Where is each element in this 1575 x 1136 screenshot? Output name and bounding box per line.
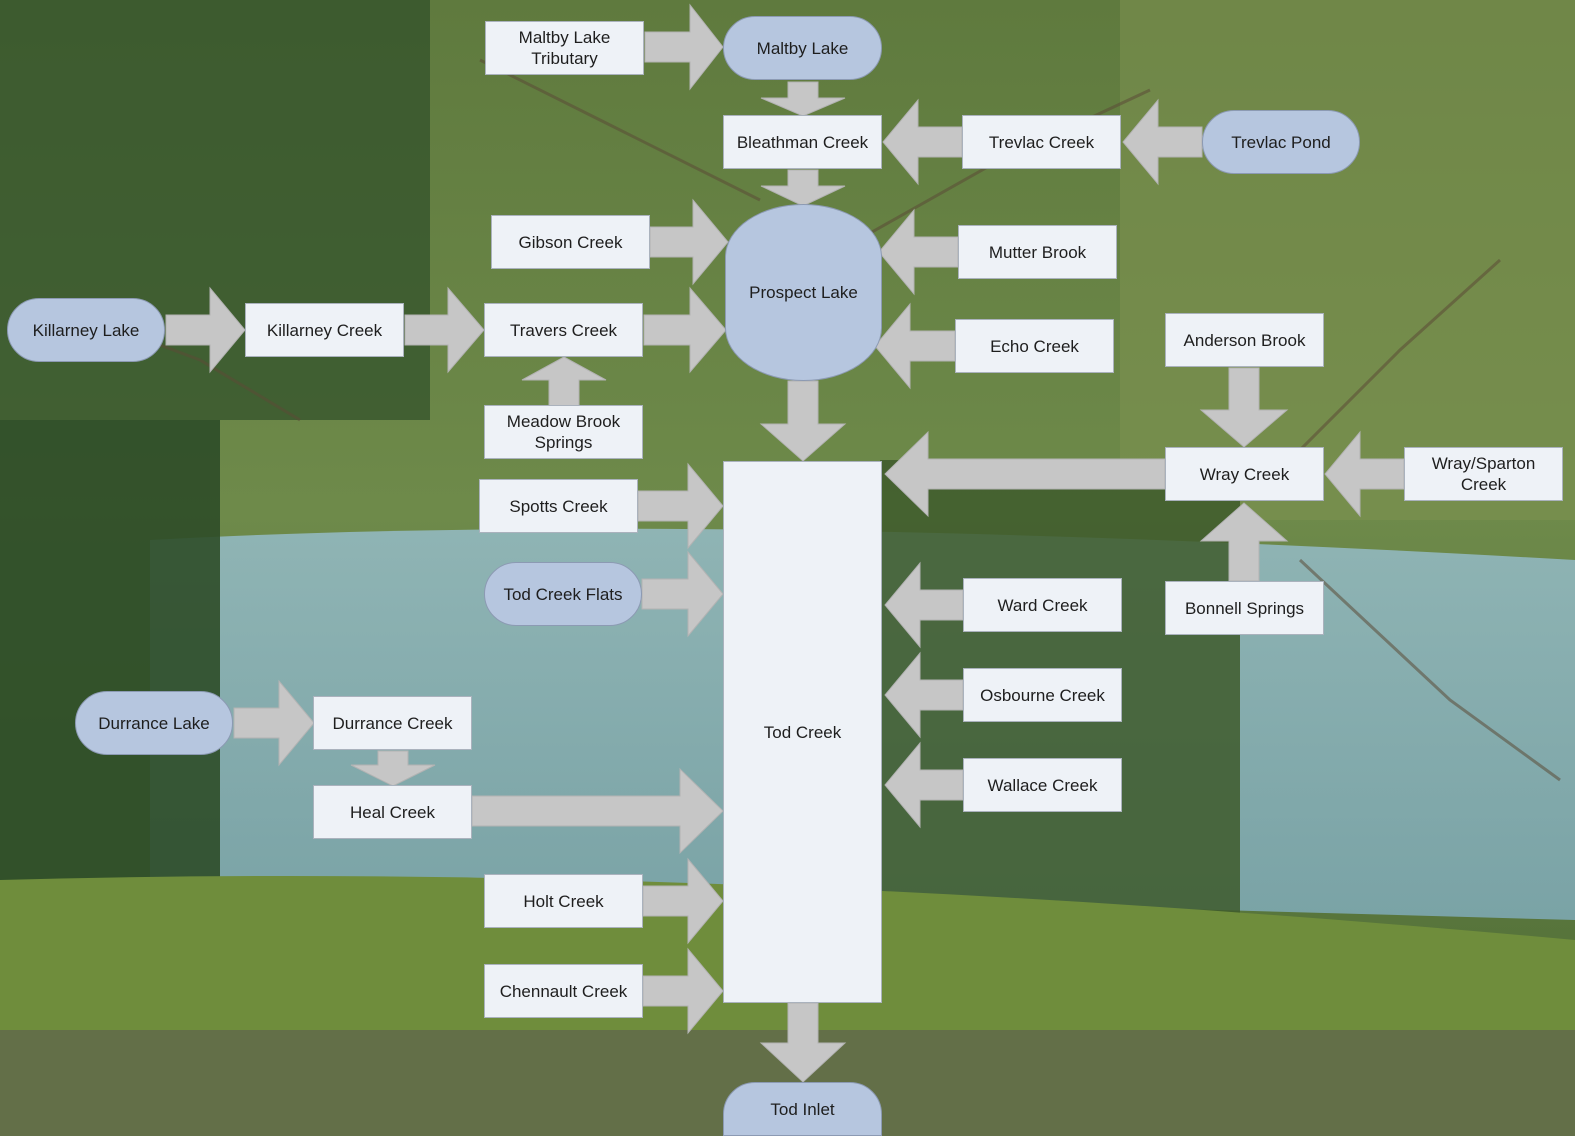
node-echo-creek: Echo Creek (955, 319, 1114, 373)
node-bonnell-springs: Bonnell Springs (1165, 581, 1324, 635)
node-maltby-lake-tributary: Maltby Lake Tributary (485, 21, 644, 75)
node-tod-inlet: Tod Inlet (723, 1082, 882, 1136)
arrow-killarney-creek-to-travers-creek (404, 286, 485, 374)
node-anderson-brook: Anderson Brook (1165, 313, 1324, 367)
arrow-prospect-lake-to-tod-creek (759, 380, 847, 462)
node-wray-sparton-creek: Wray/Sparton Creek (1404, 447, 1563, 501)
node-chennault-creek: Chennault Creek (484, 964, 643, 1018)
arrow-anderson-brook-to-wray-creek (1199, 367, 1289, 448)
arrow-trevlac-pond-to-trevlac-creek (1122, 98, 1203, 186)
node-meadow-brook-springs: Meadow Brook Springs (484, 405, 643, 459)
node-killarney-creek: Killarney Creek (245, 303, 404, 357)
arrow-ward-creek-to-tod-creek (884, 561, 964, 649)
arrow-wallace-creek-to-tod-creek (884, 741, 964, 829)
node-killarney-lake: Killarney Lake (7, 298, 165, 362)
node-travers-creek: Travers Creek (484, 303, 643, 357)
arrow-echo-creek-to-prospect-lake (874, 302, 956, 390)
node-gibson-creek: Gibson Creek (491, 215, 650, 269)
arrow-heal-creek-to-tod-creek (471, 767, 724, 855)
arrow-spotts-creek-to-tod-creek (637, 462, 724, 550)
arrow-durrance-lake-to-durrance-creek (233, 679, 315, 767)
arrow-bleathman-creek-to-prospect-lake (760, 169, 846, 207)
arrow-bonnell-springs-to-wray-creek (1199, 502, 1289, 582)
arrow-holt-creek-to-tod-creek (642, 857, 724, 945)
arrow-meadow-brook-to-travers-creek (521, 356, 607, 407)
arrow-killarney-lake-to-killarney-creek (165, 286, 246, 374)
arrow-mutter-brook-to-prospect-lake (878, 208, 959, 296)
node-tod-creek-flats: Tod Creek Flats (484, 562, 642, 626)
node-holt-creek: Holt Creek (484, 874, 643, 928)
node-maltby-lake: Maltby Lake (723, 16, 882, 80)
arrow-maltby-lake-to-bleathman-creek (760, 81, 846, 117)
node-mutter-brook: Mutter Brook (958, 225, 1117, 279)
arrow-gibson-creek-to-prospect-lake (649, 198, 729, 286)
arrow-tod-creek-to-tod-inlet (759, 1002, 847, 1083)
arrow-wray-sparton-to-wray-creek (1324, 430, 1405, 518)
arrow-durrance-creek-to-heal-creek (350, 750, 436, 787)
node-trevlac-creek: Trevlac Creek (962, 115, 1121, 169)
node-tod-creek: Tod Creek (723, 461, 882, 1003)
arrow-trevlac-creek-to-bleathman-creek (882, 98, 963, 186)
node-durrance-lake: Durrance Lake (75, 691, 233, 755)
arrow-osbourne-creek-to-tod-creek (884, 651, 964, 739)
node-spotts-creek: Spotts Creek (479, 479, 638, 533)
arrow-tod-creek-flats-to-tod-creek (641, 550, 724, 638)
node-trevlac-pond: Trevlac Pond (1202, 110, 1360, 174)
node-ward-creek: Ward Creek (963, 578, 1122, 632)
node-bleathman-creek: Bleathman Creek (723, 115, 882, 169)
arrow-chennault-creek-to-tod-creek (642, 947, 724, 1035)
node-heal-creek: Heal Creek (313, 785, 472, 839)
arrow-travers-creek-to-prospect-lake (643, 286, 727, 374)
arrow-wray-creek-to-tod-creek (884, 430, 1166, 518)
node-durrance-creek: Durrance Creek (313, 696, 472, 750)
node-prospect-lake: Prospect Lake (725, 204, 882, 381)
node-wray-creek: Wray Creek (1165, 447, 1324, 501)
node-osbourne-creek: Osbourne Creek (963, 668, 1122, 722)
node-wallace-creek: Wallace Creek (963, 758, 1122, 812)
arrow-maltby-tributary-to-maltby-lake (644, 3, 724, 91)
